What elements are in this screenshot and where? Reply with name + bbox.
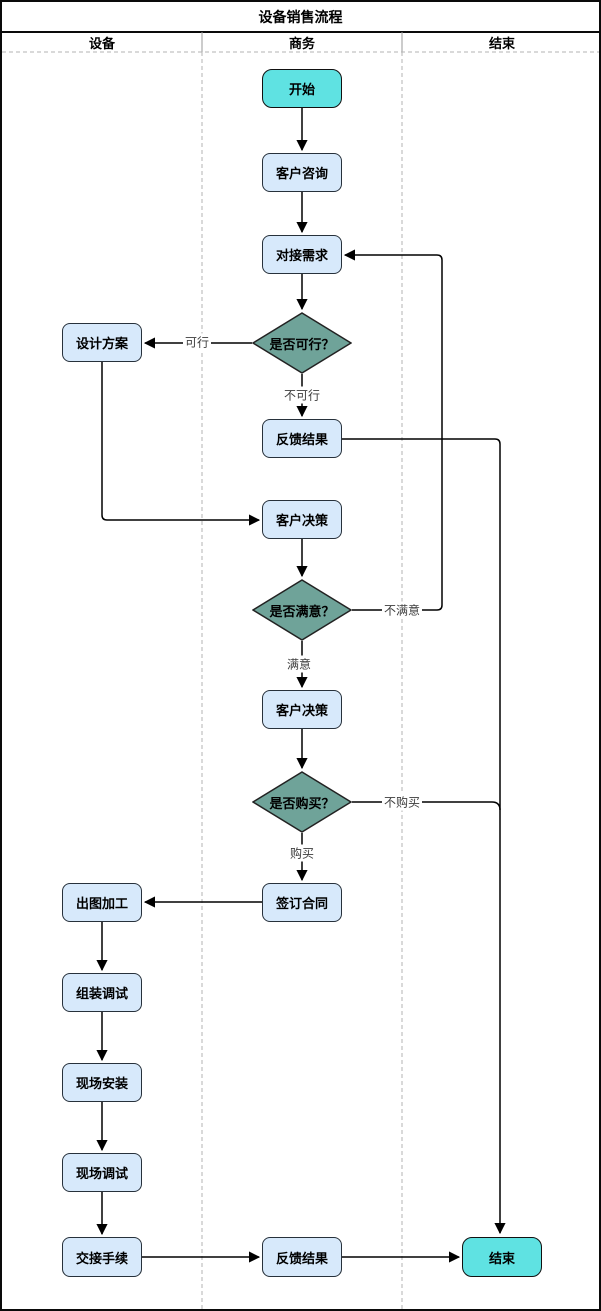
node-start-label: 开始 bbox=[288, 82, 315, 97]
node-drawing-processing-label: 出图加工 bbox=[75, 896, 128, 911]
diamond-shape bbox=[252, 312, 352, 374]
diamond-shape bbox=[252, 771, 352, 833]
node-end: 结束 bbox=[462, 1237, 542, 1277]
node-design-plan: 设计方案 bbox=[62, 323, 142, 362]
lane-header-equipment: 设备 bbox=[88, 35, 115, 51]
edge-purchase-no-to-end bbox=[352, 801, 501, 811]
node-feedback-result-2-label: 反馈结果 bbox=[275, 1250, 328, 1266]
node-site-debug-label: 现场调试 bbox=[75, 1166, 128, 1181]
node-requirements-label: 对接需求 bbox=[275, 248, 328, 263]
node-satisfied-decision: 是否满意？ bbox=[252, 579, 352, 641]
node-end-label: 结束 bbox=[488, 1250, 515, 1266]
node-purchase-decision: 是否购买？ bbox=[252, 771, 352, 833]
node-feedback-result-1: 反馈结果 bbox=[262, 419, 342, 458]
edge-label-feasible-no: 不可行 bbox=[281, 386, 323, 404]
node-start: 开始 bbox=[262, 69, 342, 108]
node-design-plan-label: 设计方案 bbox=[75, 336, 128, 351]
lane-header-end: 结束 bbox=[488, 35, 515, 51]
node-handover-label: 交接手续 bbox=[75, 1250, 128, 1266]
node-satisfied-decision-label: 是否满意？ bbox=[269, 603, 335, 619]
node-site-install: 现场安装 bbox=[62, 1063, 142, 1102]
node-site-debug: 现场调试 bbox=[62, 1153, 142, 1192]
node-customer-decision-1: 客户决策 bbox=[262, 500, 342, 539]
node-customer-decision-2: 客户决策 bbox=[262, 690, 342, 729]
node-sign-contract: 签订合同 bbox=[262, 883, 342, 922]
node-customer-decision-2-label: 客户决策 bbox=[275, 703, 328, 718]
node-drawing-processing: 出图加工 bbox=[62, 883, 142, 922]
lane-header-business: 商务 bbox=[288, 35, 315, 51]
diamond-shape bbox=[252, 579, 352, 641]
node-feedback-result-2: 反馈结果 bbox=[262, 1237, 342, 1277]
node-feasible-decision-label: 是否可行？ bbox=[269, 336, 335, 352]
node-customer-decision-1-label: 客户决策 bbox=[275, 513, 328, 528]
node-handover: 交接手续 bbox=[62, 1237, 142, 1277]
edge-design-to-decision1 bbox=[101, 362, 261, 526]
edge-label-purchase-no: 不购买 bbox=[381, 793, 423, 811]
node-site-install-label: 现场安装 bbox=[75, 1076, 128, 1091]
node-assembly-debug-label: 组装调试 bbox=[75, 986, 128, 1001]
node-customer-inquiry-label: 客户咨询 bbox=[275, 166, 328, 181]
node-customer-inquiry: 客户咨询 bbox=[262, 153, 342, 192]
node-feasible-decision: 是否可行？ bbox=[252, 312, 352, 374]
edge-label-purchase-yes: 购买 bbox=[287, 844, 317, 862]
node-requirements: 对接需求 bbox=[262, 235, 342, 274]
node-feedback-result-1-label: 反馈结果 bbox=[275, 432, 328, 447]
edge-feedback1-to-end bbox=[342, 438, 506, 1235]
edge-satisfied-no-to-requirements bbox=[343, 249, 443, 611]
edge-label-feasible-yes: 可行 bbox=[182, 333, 212, 351]
node-purchase-decision-label: 是否购买？ bbox=[269, 795, 335, 811]
edge-label-satisfied-no: 不满意 bbox=[381, 601, 423, 619]
node-assembly-debug: 组装调试 bbox=[62, 973, 142, 1012]
diagram-title: 设备销售流程 bbox=[258, 9, 343, 25]
edge-label-satisfied-yes: 满意 bbox=[284, 655, 314, 673]
node-sign-contract-label: 签订合同 bbox=[275, 896, 328, 911]
